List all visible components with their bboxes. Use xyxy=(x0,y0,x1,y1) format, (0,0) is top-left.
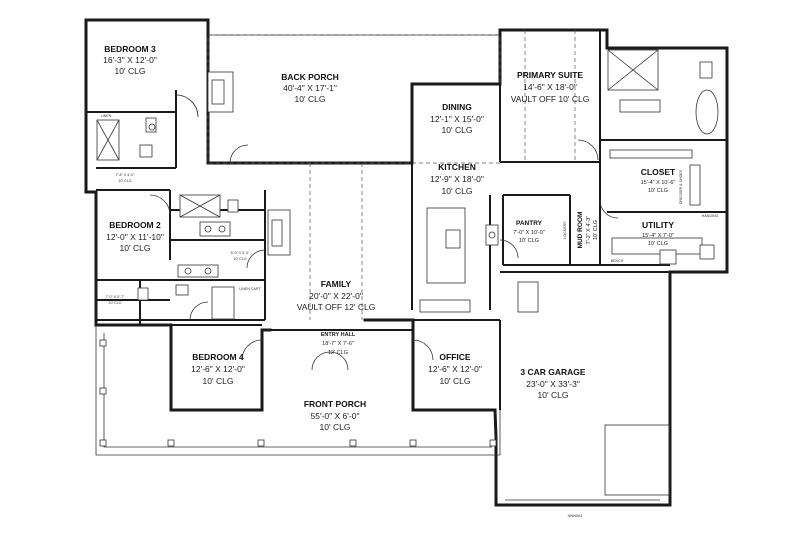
closet-clg: 10' CLG xyxy=(108,301,121,305)
closet-clg: 10' CLG xyxy=(233,257,246,261)
note-dresser: DRESSER & SHOES xyxy=(679,169,683,204)
room-dims: 12'-9" X 18'-0" xyxy=(430,174,484,184)
room-office: OFFICE 12'-6" X 12'-0" 10' CLG xyxy=(428,352,482,386)
room-name: PANTRY xyxy=(516,220,543,227)
room-name: UTILITY xyxy=(642,220,674,230)
room-name: ENTRY HALL xyxy=(321,332,356,338)
closet-bedroom4: 7'-0" X 5'-7" 10' CLG xyxy=(106,295,125,305)
room-clg: 10' CLG xyxy=(442,186,473,196)
room-family: FAMILY 20'-0" X 22'-0" VAULT OFF 12' CLG xyxy=(297,279,376,312)
note-lockers: LOCKERS xyxy=(563,221,567,239)
room-bedroom3: BEDROOM 3 16'-3" X 12'-0" 10' CLG xyxy=(103,44,157,76)
room-dims: 12'-6" X 12'-0" xyxy=(428,364,482,374)
room-name: BACK PORCH xyxy=(281,72,339,82)
room-clg: 10' CLG xyxy=(295,94,326,104)
room-dims: 12'-1" X 15'-0" xyxy=(430,114,484,124)
room-dims: 7'-2" X 4'-3" xyxy=(586,216,592,245)
room-garage: 3 CAR GARAGE 23'-0" X 33'-3" 10' CLG xyxy=(520,367,586,400)
room-back-porch: BACK PORCH 40'-4" X 17'-1" 10' CLG xyxy=(281,72,339,104)
room-clg: 10' CLG xyxy=(120,243,151,253)
room-name: FAMILY xyxy=(321,279,352,289)
closet-bedroom3: 7'-8" X 4'-0" 10' CLG xyxy=(116,173,135,183)
room-clg: 10' CLG xyxy=(593,220,599,240)
room-clg: VAULT OFF 12' CLG xyxy=(297,302,376,312)
room-entry-hall: ENTRY HALL 18'-7" X 7'-6" 12' CLG xyxy=(321,332,356,356)
fixtures xyxy=(96,49,719,501)
room-clg: 10' CLG xyxy=(442,125,473,135)
back-porch-outline xyxy=(207,34,501,164)
note-linen-cart: LINEN CART xyxy=(239,287,261,291)
plan-notes: LINEN LINEN CART LOCKERS DRESSER & SHOES… xyxy=(101,114,719,518)
closet-dims: 7'-0" X 5'-7" xyxy=(106,295,125,299)
room-utility: UTILITY 15'-4" X 7'-0" 10' CLG xyxy=(642,220,674,247)
note-hanging: HANGING xyxy=(702,214,719,218)
room-name: MUD ROOM xyxy=(577,212,584,249)
room-clg: 10' CLG xyxy=(648,241,668,247)
room-clg: 10' CLG xyxy=(203,376,234,386)
room-dims: 23'-0" X 33'-3" xyxy=(526,379,580,389)
closet-dims: 6'-0" X 5'-0" xyxy=(231,251,250,255)
room-name: 3 CAR GARAGE xyxy=(520,367,586,377)
note-awning: AWNING xyxy=(568,514,583,518)
room-dims: 15'-4" X 7'-0" xyxy=(642,233,674,239)
room-dims: 40'-4" X 17'-1" xyxy=(283,83,337,93)
room-kitchen: KITCHEN 12'-9" X 18'-0" 10' CLG xyxy=(430,162,484,196)
exterior-walls xyxy=(84,18,729,507)
room-closet: CLOSET 15'-4" X 10'-6" 10' CLG xyxy=(641,167,676,194)
room-dims: 55'-0" X 6'-0" xyxy=(311,411,360,421)
interior-walls xyxy=(86,30,727,410)
room-clg: VAULT OFF 10' CLG xyxy=(511,94,590,104)
room-dining: DINING 12'-1" X 15'-0" 10' CLG xyxy=(430,102,484,135)
room-clg: 10' CLG xyxy=(538,390,569,400)
room-name: BEDROOM 3 xyxy=(104,44,156,54)
room-bedroom2: BEDROOM 2 12'-0" X 11'-10" 10' CLG xyxy=(106,220,164,253)
room-name: DINING xyxy=(442,102,472,112)
room-name: BEDROOM 2 xyxy=(109,220,161,230)
room-clg: 12' CLG xyxy=(328,350,348,356)
room-pantry: PANTRY 7'-0" X 10'-0" 10' CLG xyxy=(513,220,545,244)
front-porch-outline xyxy=(95,325,501,456)
closet-bedroom2: 6'-0" X 5'-0" 10' CLG xyxy=(231,251,250,261)
room-front-porch: FRONT PORCH 55'-0" X 6'-0" 10' CLG xyxy=(304,399,366,432)
room-clg: 10' CLG xyxy=(648,188,668,194)
room-clg: 10' CLG xyxy=(519,238,539,244)
note-linen: LINEN xyxy=(101,114,112,118)
room-name: PRIMARY SUITE xyxy=(517,70,583,80)
room-name: BEDROOM 4 xyxy=(192,352,244,362)
closet-dims: 7'-8" X 4'-0" xyxy=(116,173,135,177)
room-dims: 20'-0" X 22'-0" xyxy=(309,291,363,301)
note-bench: BENCH xyxy=(611,259,624,263)
room-name: OFFICE xyxy=(439,352,470,362)
room-bedroom4: BEDROOM 4 12'-6" X 12'-0" 10' CLG xyxy=(191,352,245,386)
room-dims: 14'-6" X 18'-0" xyxy=(523,82,577,92)
room-name: KITCHEN xyxy=(438,162,476,172)
doors xyxy=(149,94,619,371)
room-dims: 7'-0" X 10'-0" xyxy=(513,230,545,236)
room-dims: 12'-0" X 11'-10" xyxy=(106,232,164,242)
room-clg: 10' CLG xyxy=(440,376,471,386)
room-name: CLOSET xyxy=(641,167,676,177)
room-primary-suite: PRIMARY SUITE 14'-6" X 18'-0" VAULT OFF … xyxy=(511,70,590,104)
room-dims: 16'-3" X 12'-0" xyxy=(103,55,157,65)
room-dims: 15'-4" X 10'-6" xyxy=(641,180,676,186)
room-clg: 10' CLG xyxy=(115,66,146,76)
room-mud-room: MUD ROOM 7'-2" X 4'-3" 10' CLG xyxy=(577,212,599,249)
vault-lines xyxy=(309,30,576,320)
room-clg: 10' CLG xyxy=(320,422,351,432)
closet-clg: 10' CLG xyxy=(118,179,131,183)
room-dims: 12'-6" X 12'-0" xyxy=(191,364,245,374)
room-dims: 18'-7" X 7'-6" xyxy=(322,341,354,347)
room-name: FRONT PORCH xyxy=(304,399,366,409)
